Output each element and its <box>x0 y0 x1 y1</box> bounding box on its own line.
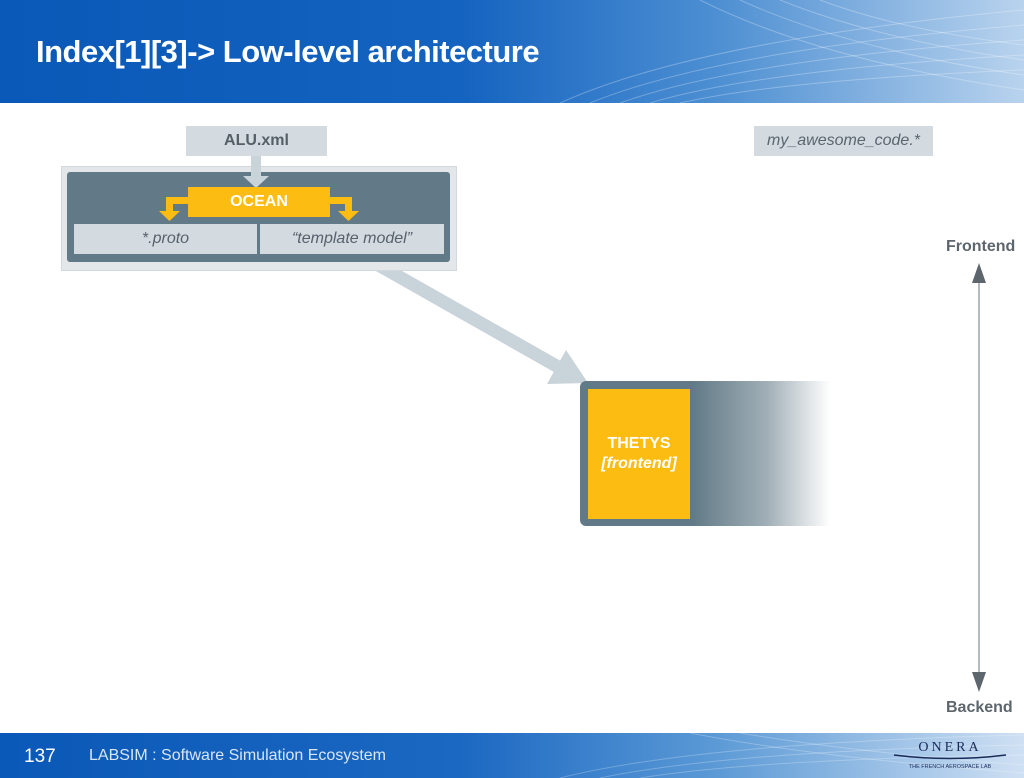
frontend-label: Frontend <box>946 238 1016 255</box>
ocean-label: OCEAN <box>188 187 330 217</box>
proto-output-label: *.proto <box>74 224 257 254</box>
alu-xml-label: ALU.xml <box>186 126 327 156</box>
ocean-split-arrows <box>159 197 359 221</box>
generated-code-label: my_awesome_code.* <box>754 126 933 156</box>
thetys-sublabel: [frontend] <box>601 455 677 472</box>
logo-tagline: THE FRENCH AEROSPACE LAB <box>909 764 992 770</box>
page-title: Index[1][3]-> Low-level architecture <box>36 34 540 69</box>
backend-label: Backend <box>946 699 1013 716</box>
logo-name: ONERA <box>918 740 981 755</box>
onera-logo: ONERA THE FRENCH AEROSPACE LAB <box>893 740 1007 770</box>
frontend-backend-axis <box>972 263 986 692</box>
footer-decoration <box>559 733 1024 778</box>
thetys-label: THETYS <box>607 435 671 452</box>
header-decoration <box>559 0 1024 103</box>
template-model-label: “template model” <box>260 224 444 254</box>
thetys-box: THETYS [frontend] <box>588 389 690 519</box>
title-bar: Index[1][3]-> Low-level architecture <box>0 0 1024 103</box>
footer-text: LABSIM : Software Simulation Ecosystem <box>89 747 386 764</box>
page-number: 137 <box>24 746 56 767</box>
footer-bar: 137 LABSIM : Software Simulation Ecosyst… <box>0 733 1024 778</box>
